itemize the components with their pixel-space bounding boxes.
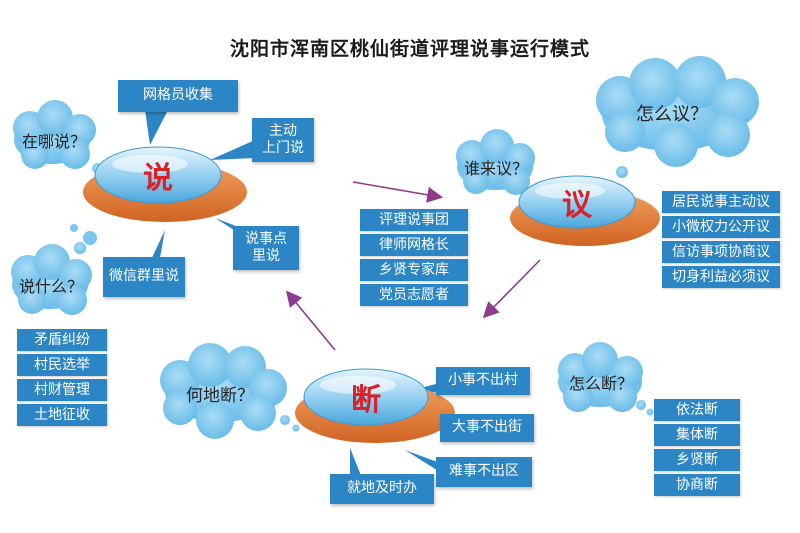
cloud-text-zai-na-shuo: 在哪说？ — [21, 132, 86, 151]
callout-da-shi: 大事不出街 — [440, 414, 534, 442]
list-item: 矛盾纠纷 — [17, 329, 107, 351]
cloud-shuo-shen-me — [11, 236, 94, 315]
cloud-text-shuo-shen-me: 说什么？ — [18, 277, 83, 296]
callout-wang-ge-yuan: 网格员收集 — [118, 80, 238, 112]
list-item: 评理说事团 — [360, 209, 468, 231]
list-item: 集体断 — [654, 424, 740, 446]
list-who: 评理说事团 律师网格长 乡贤专家库 党员志愿者 — [360, 209, 468, 309]
cloud-text-shui-lai-yi: 谁来议？ — [463, 159, 528, 178]
callout-wei-xin-qun: 微信群里说 — [103, 257, 185, 297]
list-item: 小微权力公开议 — [662, 216, 780, 238]
cloud-text-zen-me-duan: 怎么断？ — [568, 374, 633, 393]
callout-zhu-dong: 主动 上门说 — [252, 118, 314, 162]
flow-arrows — [285, 181, 541, 351]
list-item: 居民说事主动议 — [662, 191, 780, 213]
hub-shuo — [83, 146, 247, 222]
list-item: 协商断 — [654, 474, 740, 496]
list-topics: 矛盾纠纷 村民选举 村财管理 土地征收 — [17, 329, 107, 429]
list-item: 党员志愿者 — [360, 284, 468, 306]
callout-nan-shi: 难事不出区 — [436, 457, 532, 487]
decor-dots — [70, 224, 97, 245]
list-item: 乡贤断 — [654, 449, 740, 471]
page-title: 沈阳市浑南区桃仙街道评理说事运行模式 — [229, 38, 590, 60]
hub-yi — [510, 175, 660, 246]
cloud-he-di-duan — [160, 343, 300, 439]
list-item: 土地征收 — [17, 404, 107, 426]
list-item: 切身利益必须议 — [662, 266, 780, 288]
list-how-duan: 依法断 集体断 乡贤断 协商断 — [654, 399, 740, 499]
list-item: 信访事项协商议 — [662, 241, 780, 263]
callout-jiu-di: 就地及时办 — [330, 474, 434, 504]
cloud-text-zen-me-yi: 怎么议？ — [636, 104, 708, 125]
list-item: 村财管理 — [17, 379, 107, 401]
list-item: 依法断 — [654, 399, 740, 421]
list-item: 乡贤专家库 — [360, 259, 468, 281]
callout-shuo-shi-dian: 说事点 里说 — [233, 226, 299, 270]
callout-xiao-shi: 小事不出村 — [436, 367, 530, 395]
list-item: 律师网格长 — [360, 234, 468, 256]
cloud-shui-lai-yi — [456, 129, 535, 195]
cloud-zen-me-duan — [558, 342, 654, 416]
hub-label-shuo: 说 — [143, 161, 173, 196]
list-how-yi: 居民说事主动议 小微权力公开议 信访事项协商议 切身利益必须议 — [662, 191, 780, 291]
cloud-text-he-di-duan: 何地断？ — [186, 385, 254, 406]
hub-label-yi: 议 — [562, 188, 592, 223]
hub-label-duan: 断 — [351, 383, 381, 418]
cloud-zen-me-yi — [596, 56, 759, 189]
list-item: 村民选举 — [17, 354, 107, 376]
hub-duan — [295, 368, 455, 443]
